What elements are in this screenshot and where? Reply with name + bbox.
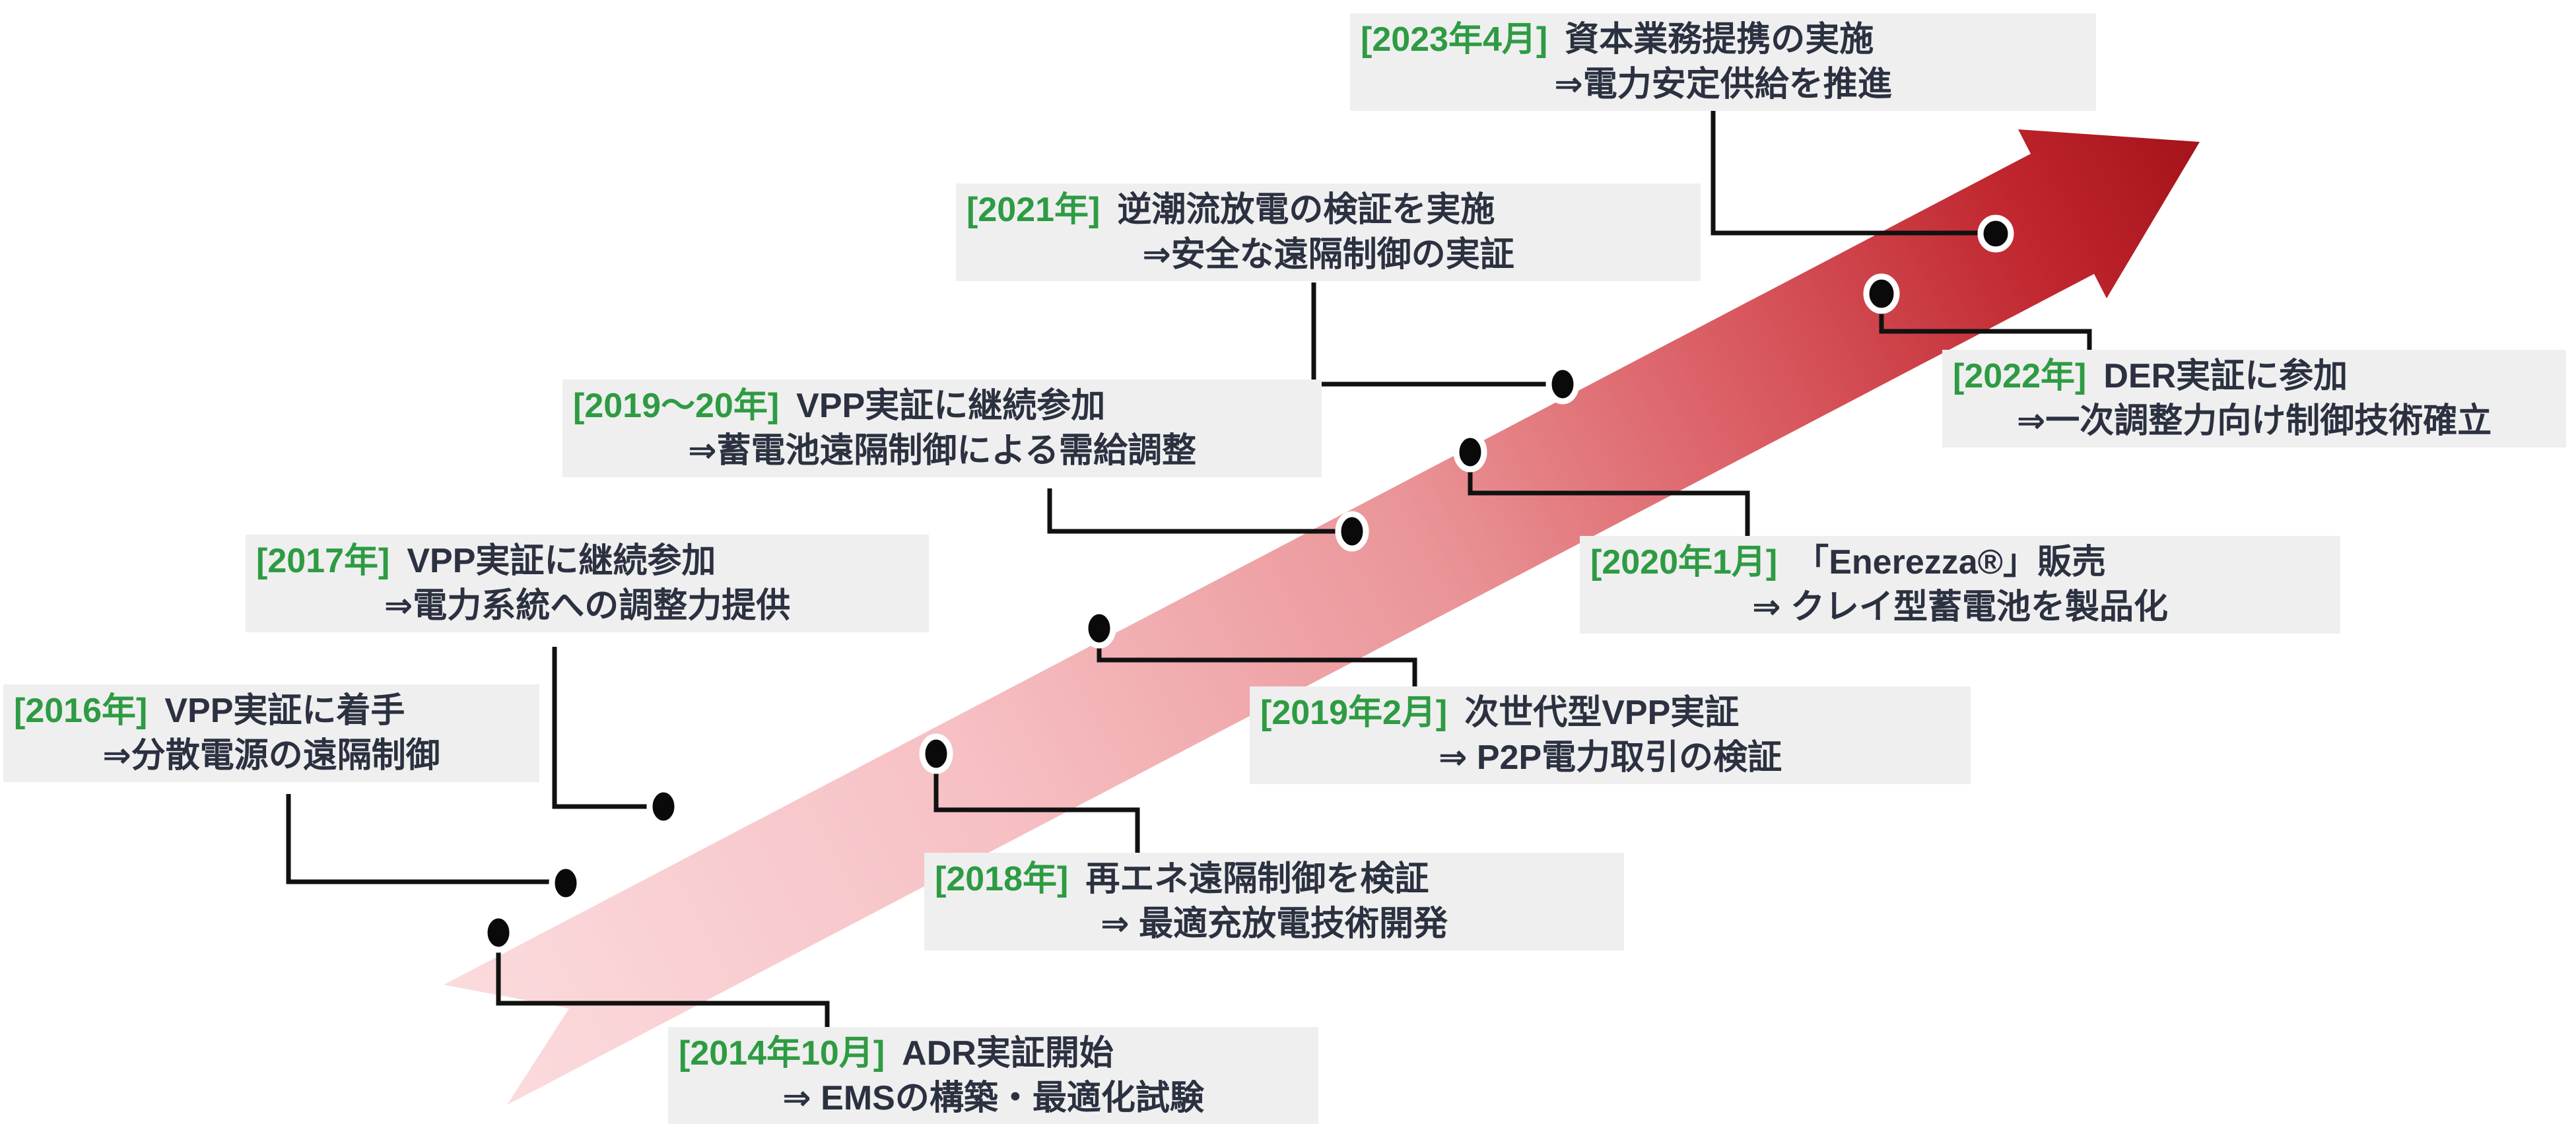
label-result-2016: ⇒分散電源の遠隔制御 (102, 737, 440, 775)
label-result-2017: ⇒電力系統への調整力提供 (384, 587, 791, 625)
label-date-2023: [2023年4月] (1361, 20, 1548, 59)
label-date-2019-20: [2019〜20年] (573, 387, 780, 425)
milestone-dot-2021 (1545, 364, 1580, 405)
label-result-2022: ⇒一次調整力向け制御技術確立 (2016, 402, 2492, 440)
timeline-arrow-shape (444, 129, 2200, 1105)
timeline-label-2020: [2020年1月]「Enerezza®」販売 ⇒ クレイ型蓄電池を製品化 (1580, 536, 2340, 634)
connector-2016 (286, 794, 566, 884)
timeline-label-2019-20: [2019〜20年]VPP実証に継続参加 ⇒蓄電池遠隔制御による需給調整 (562, 380, 1322, 477)
connector-2021 (1311, 282, 1563, 387)
timeline-label-2018: [2018年]再エネ遠隔制御を検証 ⇒ 最適充放電技術開発 (924, 853, 1624, 950)
label-title-2019-02: [2019年2月]次世代型VPP実証 (1260, 694, 1740, 732)
label-title-2014: [2014年10月]ADR実証開始 (679, 1034, 1114, 1073)
label-title-2020: [2020年1月]「Enerezza®」販売 (1590, 543, 2106, 581)
timeline-label-2022: [2022年]DER実証に参加 ⇒一次調整力向け制御技術確立 (1942, 350, 2566, 447)
label-date-2014: [2014年10月] (679, 1034, 885, 1073)
connector-2020 (1468, 452, 1750, 537)
label-result-2020: ⇒ クレイ型蓄電池を製品化 (1751, 588, 2169, 626)
label-date-2022: [2022年] (1953, 357, 2087, 395)
milestone-dot-2018 (919, 733, 953, 774)
label-date-2019-02: [2019年2月] (1260, 694, 1448, 732)
timeline-label-2019-02: [2019年2月]次世代型VPP実証 ⇒ P2P電力取引の検証 (1250, 686, 1971, 784)
label-date-2016: [2016年] (14, 692, 148, 730)
label-title-2022: [2022年]DER実証に参加 (1953, 357, 2348, 395)
label-result-2014: ⇒ EMSの構築・最適化試験 (782, 1079, 1204, 1117)
label-title-2017: [2017年]VPP実証に継続参加 (256, 542, 716, 580)
timeline-label-2021: [2021年]逆潮流放電の検証を実施 ⇒安全な遠隔制御の実証 (956, 183, 1701, 281)
label-result-2023: ⇒電力安定供給を推進 (1554, 65, 1892, 104)
timeline-label-2016: [2016年]VPP実証に着手 ⇒分散電源の遠隔制御 (3, 684, 539, 782)
label-result-2021: ⇒安全な遠隔制御の実証 (1142, 236, 1514, 274)
label-date-2017: [2017年] (256, 542, 390, 580)
label-result-2019-20: ⇒蓄電池遠隔制御による需給調整 (687, 432, 1196, 470)
milestone-dot-2019b (1335, 511, 1369, 552)
label-date-2018: [2018年] (935, 860, 1069, 898)
label-title-2021: [2021年]逆潮流放電の検証を実施 (966, 191, 1495, 229)
timeline-label-2017: [2017年]VPP実証に継続参加 ⇒電力系統への調整力提供 (246, 535, 929, 632)
milestone-dot-2016 (549, 863, 583, 904)
label-date-2020: [2020年1月] (1590, 543, 1778, 581)
label-title-2019-20: [2019〜20年]VPP実証に継続参加 (573, 387, 1106, 425)
label-title-2018: [2018年]再エネ遠隔制御を検証 (935, 860, 1429, 898)
label-title-2023: [2023年4月]資本業務提携の実施 (1361, 20, 1874, 59)
connector-2017 (552, 647, 663, 809)
connector-2014 (496, 933, 830, 1030)
milestone-dot-2019a (1082, 608, 1116, 649)
milestone-dot-2017 (646, 786, 681, 827)
milestone-dot-2014 (481, 912, 516, 953)
label-date-2021: [2021年] (966, 191, 1101, 229)
label-title-2016: [2016年]VPP実証に着手 (14, 692, 405, 730)
connector-2019b (1047, 488, 1352, 534)
milestone-dot-2020 (1453, 432, 1487, 473)
timeline-label-2023: [2023年4月]資本業務提携の実施 ⇒電力安定供給を推進 (1350, 13, 2096, 111)
timeline-label-2014: [2014年10月]ADR実証開始 ⇒ EMSの構築・最適化試験 (668, 1027, 1318, 1124)
label-result-2018: ⇒ 最適充放電技術開発 (1100, 905, 1448, 943)
milestone-dot-2022 (1863, 273, 1900, 314)
label-result-2019-02: ⇒ P2P電力取引の検証 (1438, 739, 1782, 777)
connector-2023 (1711, 102, 1996, 236)
milestone-dot-2023 (1977, 215, 2014, 253)
connector-2018 (933, 754, 1140, 854)
